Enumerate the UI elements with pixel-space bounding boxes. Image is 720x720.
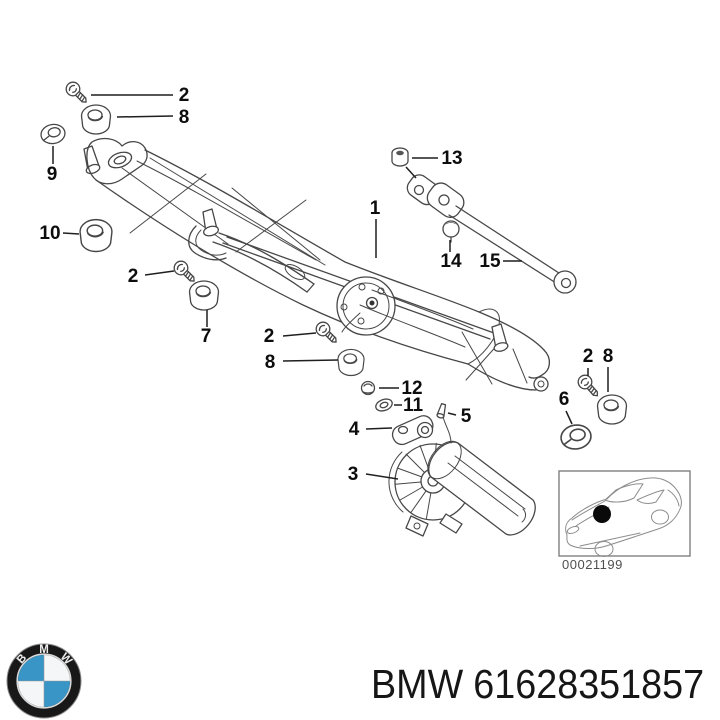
callout-label-7: 7 xyxy=(201,326,212,347)
brand-name: BMW xyxy=(371,661,464,707)
callout-label-12: 12 xyxy=(401,378,422,399)
callout-label-2: 2 xyxy=(583,346,594,367)
callout-label-5: 5 xyxy=(461,406,472,427)
ball-stud-icon xyxy=(442,220,460,243)
part-number-caption: BMW 61628351857 xyxy=(371,664,704,705)
screw-icon xyxy=(574,371,604,401)
part-number: 61628351857 xyxy=(473,661,705,707)
screw-icon xyxy=(62,78,92,108)
callout-label-10: 10 xyxy=(39,223,60,244)
grommet-icon xyxy=(80,104,112,135)
callout-label-8: 8 xyxy=(603,346,614,367)
bracket-icon xyxy=(391,415,434,446)
vehicle-thumbnail: 00021199 xyxy=(558,470,691,572)
thumbnail-code: 00021199 xyxy=(562,557,623,572)
pin-icon xyxy=(436,403,452,444)
grommet-icon xyxy=(596,394,628,425)
callout-label-6: 6 xyxy=(559,389,570,410)
callout-label-9: 9 xyxy=(47,164,58,185)
nut-icon xyxy=(360,380,376,396)
cap-nut-icon xyxy=(391,147,409,167)
callout-label-8: 8 xyxy=(265,352,276,373)
callout-label-13: 13 xyxy=(441,148,462,169)
callout-label-11: 11 xyxy=(403,395,424,416)
screw-icon xyxy=(170,257,200,287)
part-wiper-motor xyxy=(388,440,536,537)
location-dot-icon xyxy=(593,505,611,523)
callout-label-14: 14 xyxy=(440,251,462,272)
bmw-roundel-logo: B M W xyxy=(6,643,82,719)
grommet-icon xyxy=(188,280,220,311)
callout-label-2: 2 xyxy=(128,266,139,287)
callout-label-2: 2 xyxy=(264,326,275,347)
callout-label-15: 15 xyxy=(479,251,501,272)
part-fasteners xyxy=(38,78,628,452)
washer-icon xyxy=(375,398,393,412)
callout-label-8: 8 xyxy=(179,107,190,128)
part-link-rod xyxy=(406,174,577,294)
screw-icon xyxy=(312,318,342,348)
callout-label-3: 3 xyxy=(348,464,359,485)
grommet-icon xyxy=(79,218,113,253)
part-wiper-linkage-frame xyxy=(83,137,551,392)
car-outline-art xyxy=(565,477,682,557)
callout-label-2: 2 xyxy=(179,85,190,106)
ring-icon xyxy=(558,422,594,452)
callout-leader-lines xyxy=(52,94,609,480)
callout-label-4: 4 xyxy=(349,419,360,440)
callout-label-1: 1 xyxy=(370,198,381,219)
roundel-letter-m: M xyxy=(39,644,49,656)
ring-icon xyxy=(38,121,68,147)
grommet-icon xyxy=(337,348,365,377)
